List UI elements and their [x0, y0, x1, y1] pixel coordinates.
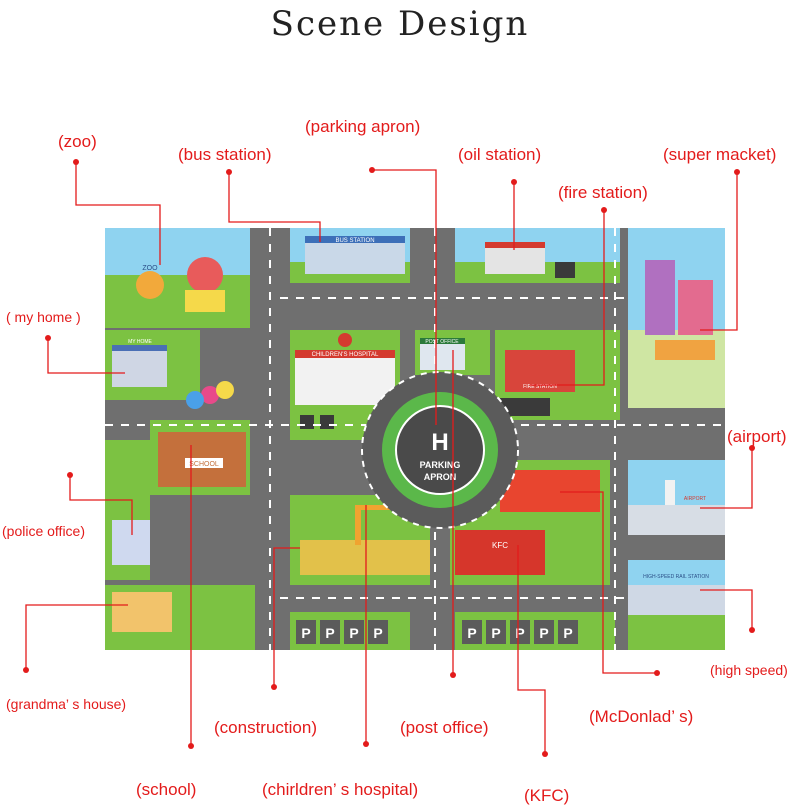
- mcdonalds-dot: [654, 670, 660, 676]
- label-airport: (airport): [727, 427, 787, 446]
- school-sign: SCHOOL: [189, 461, 219, 468]
- play-mat: [105, 228, 725, 650]
- label-zoo: (zoo): [58, 132, 97, 151]
- label-grandmas-house: (grandma’ s house): [6, 696, 127, 712]
- parking-apron-leader: [372, 169, 437, 425]
- parking-letter: P: [301, 625, 310, 641]
- parking-apron-dot: [369, 167, 375, 173]
- my-home-sign: MY HOME: [128, 339, 152, 345]
- police-office-block: [105, 440, 150, 580]
- parking-letter: P: [563, 625, 572, 641]
- grandmas-house-dot: [23, 667, 29, 673]
- super-market-dot: [734, 169, 740, 175]
- super-market-block: [628, 228, 725, 408]
- fire-station-leader: [530, 210, 605, 386]
- kfc-sign: KFC: [492, 541, 508, 550]
- bus-station-leader: [228, 172, 321, 242]
- construction-block: [290, 495, 430, 585]
- label-construction: (construction): [214, 718, 317, 737]
- childrens-hospital-dot: [363, 741, 369, 747]
- oil-station-block: [455, 228, 620, 283]
- airport-sign: AIRPORT: [684, 496, 706, 502]
- parking-letters: P P P P P P P P P: [301, 625, 572, 641]
- label-childrens-hospital: (chirldren’ s hospital): [262, 780, 419, 799]
- high-speed-dot: [749, 627, 755, 633]
- kfc-dot: [542, 751, 548, 757]
- zoo-sign: ZOO: [142, 265, 158, 272]
- label-oil-station: (oil station): [458, 145, 542, 164]
- callout-lines: [25, 162, 753, 754]
- parking-letter: P: [491, 625, 500, 641]
- fire-station-sign: FIRE STATION: [523, 384, 557, 390]
- helipad-letter: H: [431, 429, 448, 456]
- grandmas-house-leader: [25, 604, 128, 670]
- post-office-dot: [450, 672, 456, 678]
- parking-letter: P: [349, 625, 358, 641]
- childrens-hospital-sign: CHILDREN'S HOSPITAL: [312, 352, 379, 358]
- construction-leader: [273, 547, 300, 687]
- parking-letter: P: [325, 625, 334, 641]
- airport-leader: [700, 448, 753, 509]
- oil-station-dot: [511, 179, 517, 185]
- airport-block: [628, 460, 725, 535]
- grandmas-house-block: [105, 585, 255, 650]
- zoo-block: [105, 228, 250, 328]
- high-speed-sign: HIGH-SPEED RAIL STATION: [643, 574, 709, 580]
- my-home-dot: [45, 335, 51, 341]
- my-home-leader: [47, 338, 125, 374]
- label-bus-station: (bus station): [178, 145, 272, 164]
- label-kfc: (KFC): [524, 786, 570, 805]
- post-office-sign: POST OFFICE: [425, 339, 459, 345]
- school-dot: [188, 743, 194, 749]
- police-office-dot: [67, 472, 73, 478]
- parking-letter: P: [467, 625, 476, 641]
- helipad-label-line2: APRON: [424, 472, 457, 482]
- super-market-leader: [700, 172, 738, 331]
- label-my-home: ( my home ): [6, 309, 81, 325]
- label-school: (school): [136, 780, 197, 799]
- mcdonalds-leader: [560, 491, 657, 674]
- zoo-leader: [75, 162, 161, 265]
- parking-letter: P: [515, 625, 524, 641]
- helipad-roundabout: [361, 371, 519, 529]
- parking-letter: P: [373, 625, 382, 641]
- school-block: [150, 381, 250, 495]
- label-mcdonalds: (McDonlad’ s): [589, 707, 694, 726]
- bus-station-block: [290, 228, 410, 283]
- bus-station-dot: [226, 169, 232, 175]
- fire-station-block: [495, 330, 620, 420]
- label-super-market: (super macket): [663, 145, 777, 164]
- page-title: Scene Design: [270, 4, 530, 44]
- label-police-office: (police office): [2, 523, 86, 539]
- construction-dot: [271, 684, 277, 690]
- post-office-block: [415, 330, 490, 375]
- my-home-block: [105, 330, 200, 400]
- bus-station-sign: BUS STATION: [335, 238, 374, 244]
- label-parking-apron: (parking apron): [305, 117, 421, 136]
- label-post-office: (post office): [400, 718, 489, 737]
- police-office-leader: [69, 475, 133, 535]
- zoo-dot: [73, 159, 79, 165]
- high-speed-block: [628, 560, 725, 650]
- label-high-speed: (high speed): [710, 662, 788, 678]
- helipad-label-line1: PARKING: [420, 460, 461, 470]
- parking-letter: P: [539, 625, 548, 641]
- label-fire-station: (fire station): [558, 183, 648, 202]
- parking-row-left: [290, 612, 410, 650]
- airport-dot: [749, 445, 755, 451]
- callout-dots: [23, 159, 755, 757]
- kfc-leader: [517, 545, 546, 754]
- parking-row-right: [455, 612, 615, 650]
- high-speed-leader: [700, 589, 753, 630]
- fire-station-dot: [601, 207, 607, 213]
